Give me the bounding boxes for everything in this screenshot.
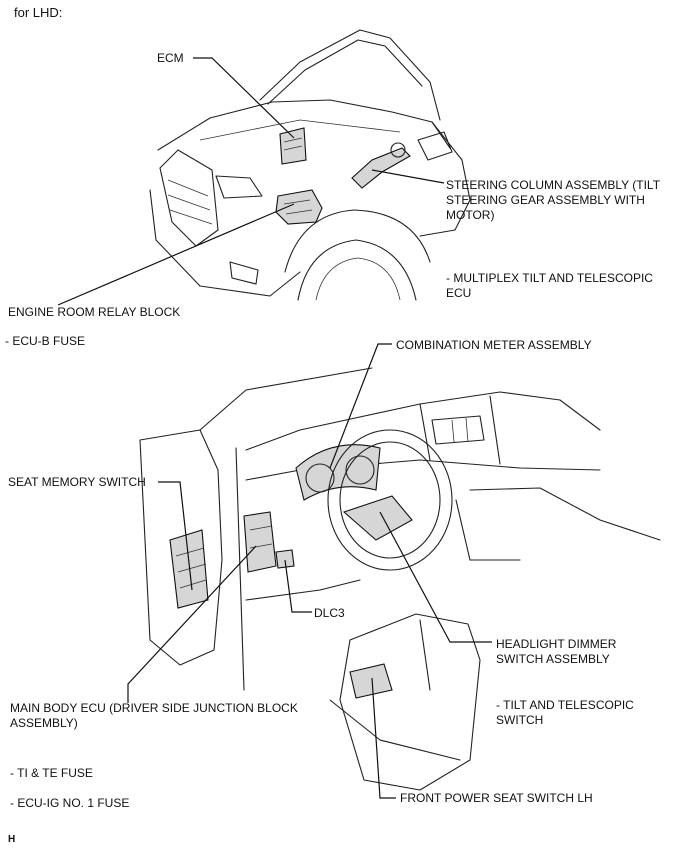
label-ecu-b-fuse: - ECU-B FUSE (5, 334, 86, 348)
label-ti-te-fuse: - TI & TE FUSE (10, 766, 93, 780)
leader-engine-room-relay (57, 203, 295, 306)
label-ecu-ig-no1-fuse: - ECU-IG NO. 1 FUSE (10, 796, 130, 810)
leader-combination-meter (329, 343, 392, 469)
leader-ecm (193, 57, 295, 139)
corner-mark: H (8, 834, 16, 845)
label-headlight-dimmer-switch: HEADLIGHT DIMMER SWITCH ASSEMBLY (496, 637, 617, 666)
label-combination-meter-assembly: COMBINATION METER ASSEMBLY (396, 338, 592, 352)
leader-seat-memory-switch (158, 481, 193, 591)
page-title: for LHD: (14, 5, 63, 20)
label-ecm: ECM (157, 51, 184, 65)
leader-front-power-seat (371, 677, 396, 799)
vehicle-interior-illustration (139, 367, 661, 791)
label-steering-column-assembly: STEERING COLUMN ASSEMBLY (TILT STEERING … (446, 178, 661, 222)
leader-dlc3 (284, 559, 312, 613)
leader-headlight-dimmer (379, 511, 492, 643)
leader-main-body-ecu (127, 545, 257, 703)
label-multiplex-tilt-telescopic-ecu: - MULTIPLEX TILT AND TELESCOPIC ECU (446, 271, 653, 300)
label-tilt-telescopic-switch: - TILT AND TELESCOPIC SWITCH (496, 698, 634, 727)
label-seat-memory-switch: SEAT MEMORY SWITCH (8, 475, 146, 489)
label-front-power-seat-switch: FRONT POWER SEAT SWITCH LH (400, 791, 593, 805)
vehicle-front-illustration (149, 29, 471, 301)
leader-steering-column (371, 169, 445, 184)
leader-lines (57, 57, 492, 799)
label-main-body-ecu: MAIN BODY ECU (DRIVER SIDE JUNCTION BLOC… (10, 701, 298, 730)
label-engine-room-relay-block: ENGINE ROOM RELAY BLOCK (8, 305, 181, 319)
label-dlc3: DLC3 (314, 606, 345, 620)
